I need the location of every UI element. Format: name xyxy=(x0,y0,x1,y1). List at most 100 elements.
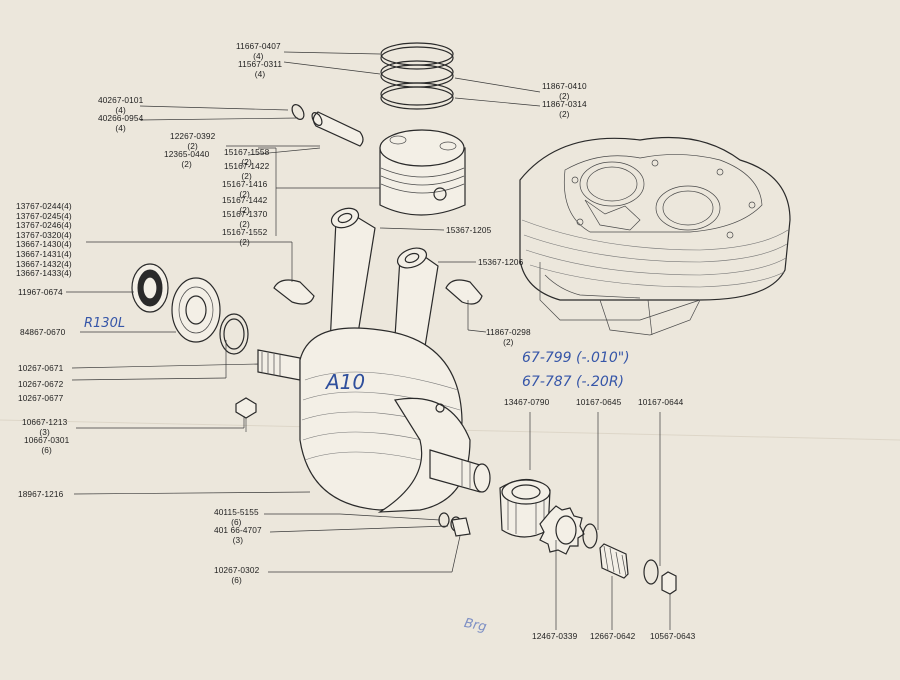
part-number: 11567-0311 xyxy=(238,59,283,69)
piston xyxy=(379,129,466,216)
label-40115-5155: 40115-5155 (6) xyxy=(214,507,259,527)
label-15167-1370: 15167-1370 (2) xyxy=(222,209,268,229)
part-number: 10267-0302 xyxy=(214,565,260,575)
label-15367-1206: 15367-1206 xyxy=(478,257,523,268)
label-10667-1213: 10667-1213 (3) xyxy=(22,417,68,437)
part-number: 13767-0246(4) xyxy=(16,220,72,231)
label-11567-0311: 11567-0311 (4) xyxy=(238,59,283,79)
quantity: (6) xyxy=(231,516,242,527)
quantity: (4) xyxy=(115,104,126,115)
part-number: 13667-1432(4) xyxy=(16,258,72,269)
part-number: 10567-0643 xyxy=(650,631,696,641)
handwritten-bearing-note: R130L xyxy=(84,316,126,331)
handwritten-note-line2: 67-787 (-.20R) xyxy=(522,374,625,390)
part-number: 15167-1558 xyxy=(224,147,270,157)
crankshaft-assembly xyxy=(257,327,491,513)
part-number: 15367-1205 xyxy=(446,225,492,235)
part-number: 40115-5155 xyxy=(214,507,259,517)
label-15167-1422: 15167-1422 (2) xyxy=(224,161,270,181)
label-12667-0642: 12667-0642 xyxy=(590,631,636,642)
handwritten-note-line1: 67-799 (-.010") xyxy=(522,350,630,366)
label-15167-1442: 15167-1442 (2) xyxy=(222,195,267,215)
part-number: 18967-1216 xyxy=(18,489,64,499)
label-12267-0392: 12267-0392 (2) xyxy=(170,131,216,151)
part-number: 401 66-4707 xyxy=(214,525,262,535)
quantity: (2) xyxy=(187,140,198,151)
handwritten-crank-mark: A10 xyxy=(326,370,366,394)
quantity: (3) xyxy=(232,534,244,545)
quantity: (2) xyxy=(241,156,252,167)
circlip-and-pin xyxy=(291,104,364,147)
quantity: (6) xyxy=(41,444,52,455)
part-number: 11867-0314 xyxy=(542,99,587,109)
part-number: 13767-0244(4) xyxy=(16,201,72,211)
label-10167-0644: 10167-0644 xyxy=(638,397,684,408)
leader-lines xyxy=(66,51,671,630)
part-number: 13667-1431(4) xyxy=(16,248,72,259)
part-number: 15167-1422 xyxy=(224,161,270,171)
part-number: 12667-0642 xyxy=(590,631,636,641)
part-number: 15167-1416 xyxy=(222,179,268,189)
quantity: (2) xyxy=(181,158,192,169)
quantity: (4) xyxy=(253,50,264,61)
part-number: 10667-0301 xyxy=(24,435,70,445)
part-number: 10167-0644 xyxy=(638,397,684,407)
part-number: 13667-1430(4) xyxy=(16,239,72,250)
label-40166-4707: 401 66-4707 (3) xyxy=(214,525,262,545)
quantity: (6) xyxy=(231,574,242,585)
label-13467-0790: 13467-0790 xyxy=(504,397,550,408)
part-number: 10267-0677 xyxy=(18,393,64,403)
bolt xyxy=(235,397,257,432)
part-number: 40267-0101 xyxy=(98,95,144,105)
label-15167-1552: 15167-1552 (2) xyxy=(222,227,268,247)
quantity: (4) xyxy=(254,68,266,79)
quantity: (4) xyxy=(115,122,126,133)
label-11867-0410: 11867-0410 (2) xyxy=(542,81,587,101)
label-10267-0302: 10267-0302 (6) xyxy=(214,565,260,585)
label-10267-0671: 10267-0671 xyxy=(18,363,63,374)
label-11867-0298: 11867-0298 (2) xyxy=(486,327,531,347)
label-40266-0954: 40266-0954 (4) xyxy=(98,113,144,133)
part-number: 12467-0339 xyxy=(532,631,578,641)
label-15367-1205: 15367-1205 xyxy=(446,225,492,236)
bushes xyxy=(273,279,483,305)
label-15167-1416: 15167-1416 (2) xyxy=(222,179,268,199)
part-number: 13767-0320(4) xyxy=(16,229,72,240)
part-number: 10167-0645 xyxy=(576,397,622,407)
part-number: 12267-0392 xyxy=(170,131,216,141)
part-number: 10667-1213 xyxy=(22,417,68,427)
part-number: 13667-1433(4) xyxy=(16,268,72,279)
quantity: (2) xyxy=(239,204,250,215)
label-10267-0672: 10267-0672 xyxy=(18,379,64,390)
part-number: 15167-1552 xyxy=(222,227,268,237)
part-number: 84867-0670 xyxy=(20,327,66,337)
quantity: (2) xyxy=(239,218,250,229)
quantity: (2) xyxy=(239,236,250,247)
part-number: 10267-0672 xyxy=(18,379,64,389)
part-number: 15167-1370 xyxy=(222,209,268,219)
label-18967-1216: 18967-1216 xyxy=(18,489,64,500)
label-84867-0670: 84867-0670 xyxy=(20,327,66,338)
part-number: 13767-0245(4) xyxy=(16,210,72,221)
cylinder-block xyxy=(519,136,791,336)
label-11867-0314: 11867-0314 (2) xyxy=(542,99,587,119)
main-bearing xyxy=(131,263,249,355)
part-number: 13467-0790 xyxy=(504,397,550,407)
label-12365-0440: 12365-0440 (2) xyxy=(164,149,210,169)
timing-side-parts xyxy=(438,478,677,595)
label-10667-0301: 10667-0301 (6) xyxy=(24,435,70,455)
label-bearing-shells: 13767-0244(4) 13767-0245(4) 13767-0246(4… xyxy=(16,201,72,279)
part-number: 11867-0410 xyxy=(542,81,587,91)
quantity: (2) xyxy=(559,108,570,119)
label-10267-0677: 10267-0677 xyxy=(18,393,64,404)
piston-rings xyxy=(380,42,454,110)
label-40267-0101: 40267-0101 (4) xyxy=(98,95,144,115)
quantity: (2) xyxy=(503,336,514,347)
label-12467-0339: 12467-0339 xyxy=(532,631,578,642)
part-number: 12365-0440 xyxy=(164,149,210,159)
label-11667-0407: 11667-0407 (4) xyxy=(236,41,281,61)
label-10567-0643: 10567-0643 xyxy=(650,631,696,642)
quantity: (2) xyxy=(241,170,252,181)
part-number: 40266-0954 xyxy=(98,113,144,123)
